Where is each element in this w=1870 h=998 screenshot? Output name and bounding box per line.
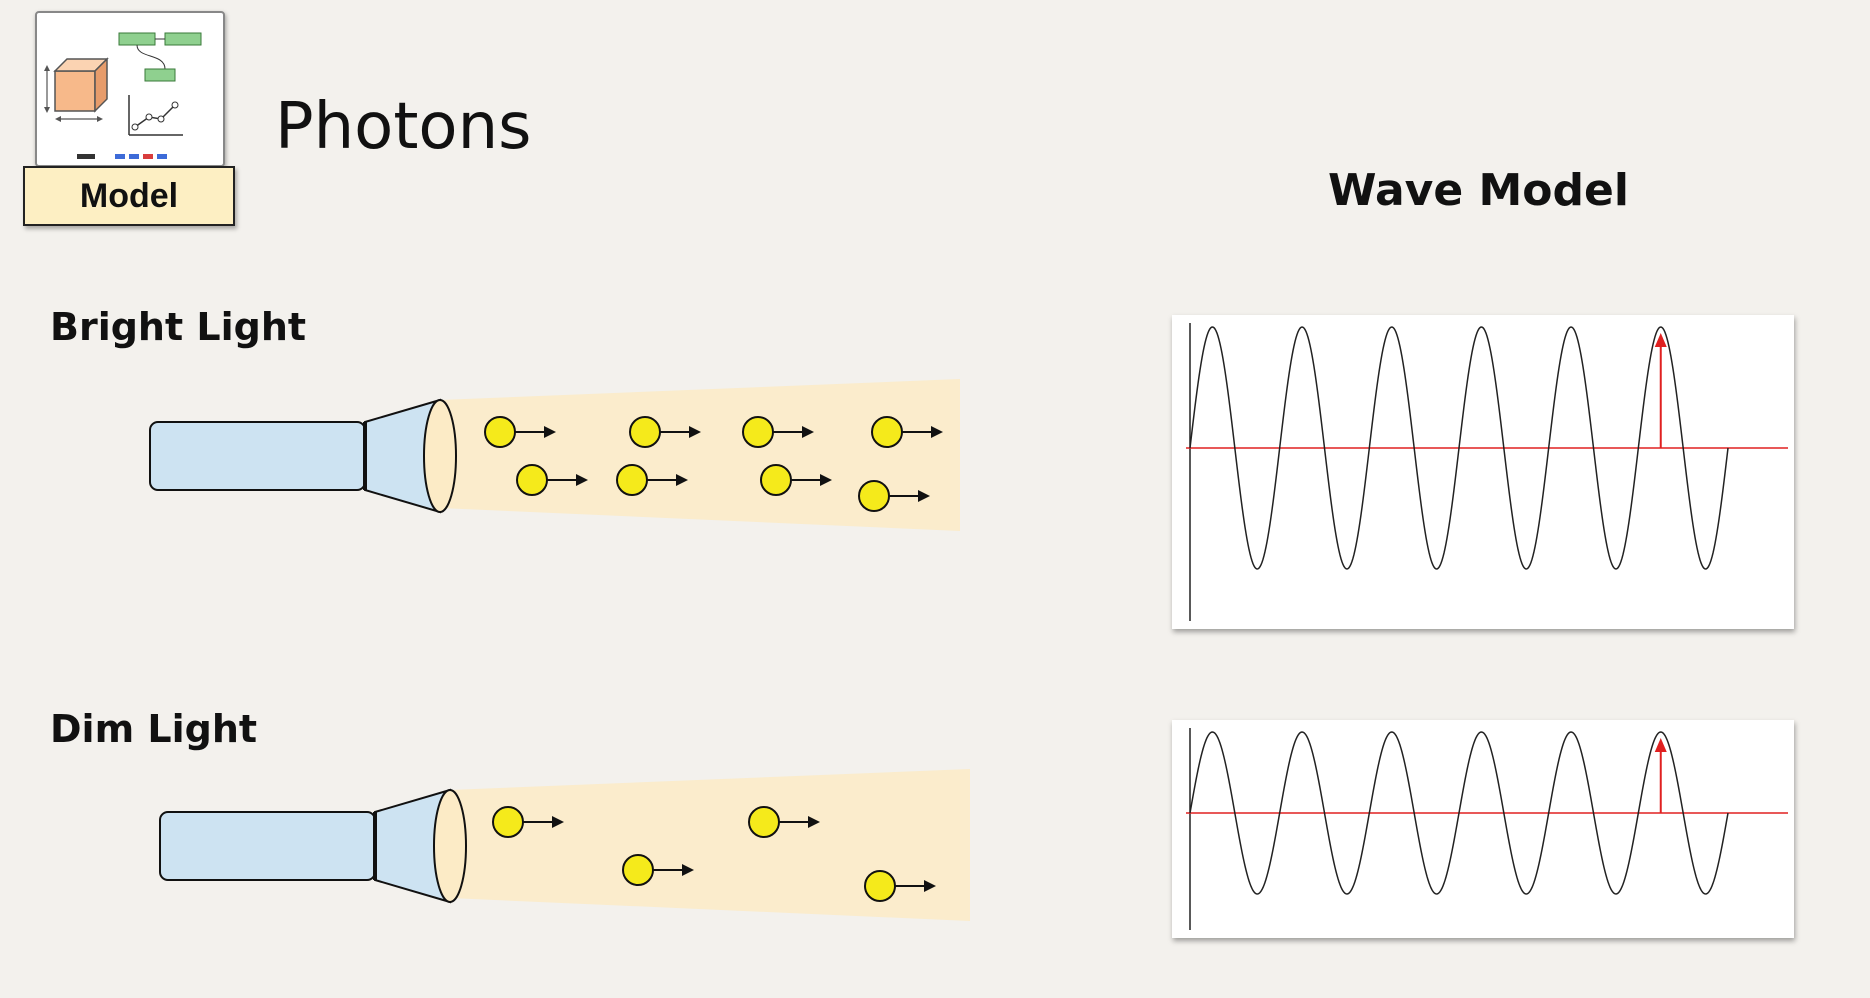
photon xyxy=(760,464,832,496)
flashlight-body xyxy=(159,811,376,881)
bright-light-diagram xyxy=(149,379,960,531)
photon-group xyxy=(492,806,936,902)
wave-curve xyxy=(1189,731,1729,895)
wave-panel-dim xyxy=(1172,720,1794,938)
photon xyxy=(871,416,943,448)
photon xyxy=(748,806,820,838)
photon xyxy=(629,416,701,448)
photon xyxy=(864,870,936,902)
photon xyxy=(622,854,694,886)
page-title: Photons xyxy=(275,90,532,164)
photon xyxy=(858,480,930,512)
photon xyxy=(484,416,556,448)
wave-panel-bright xyxy=(1172,315,1794,629)
photon xyxy=(516,464,588,496)
amplitude-arrowhead xyxy=(1654,333,1667,347)
model-icon xyxy=(35,11,225,167)
dim-light-label: Dim Light xyxy=(50,707,258,751)
bright-light-label: Bright Light xyxy=(50,305,307,349)
amplitude-arrowhead xyxy=(1654,738,1667,752)
wave-curve xyxy=(1189,326,1729,570)
photon xyxy=(492,806,564,838)
dim-light-diagram xyxy=(159,769,970,921)
flashlight-lens xyxy=(423,399,457,513)
photon-group xyxy=(484,416,943,512)
photon xyxy=(742,416,814,448)
flashlight-lens xyxy=(433,789,467,903)
model-badge: Model xyxy=(20,8,238,230)
wave-plot-dim xyxy=(1186,728,1788,930)
photon xyxy=(616,464,688,496)
wave-model-heading: Wave Model xyxy=(1328,165,1629,216)
wave-plot-bright xyxy=(1186,323,1788,621)
light-beam xyxy=(450,769,970,921)
flashlight-body xyxy=(149,421,366,491)
light-beam xyxy=(440,379,960,531)
model-badge-label: Model xyxy=(23,166,235,226)
